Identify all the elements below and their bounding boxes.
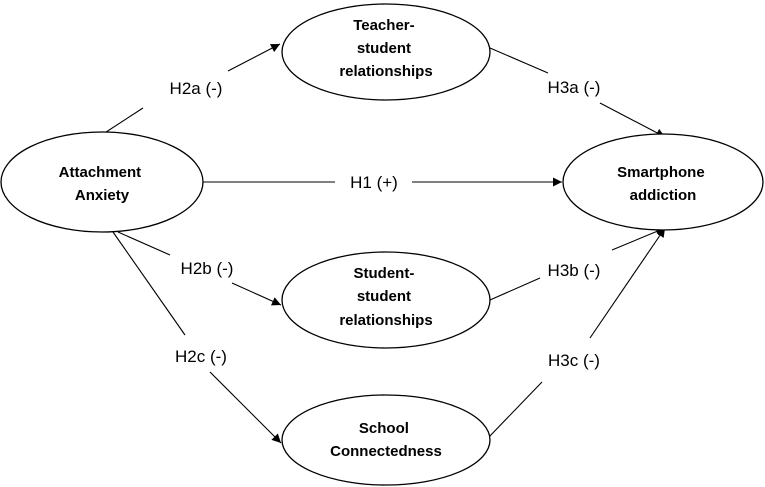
node-attachment-anxiety-label: Attachment Anxiety bbox=[59, 164, 146, 204]
edge-h2c-line-lower bbox=[209, 371, 282, 444]
edge-h3c-line-upper bbox=[589, 227, 666, 339]
edge-h3a-label: H3a (-) bbox=[548, 78, 601, 97]
node-smartphone-addiction: Smartphone addiction bbox=[562, 133, 764, 231]
edge-h1: H1 (+) bbox=[203, 173, 562, 192]
node-teacher-student-label: Teacher- student relationships bbox=[339, 17, 432, 80]
edge-h2a-label: H2a (-) bbox=[170, 79, 223, 98]
edge-h2a-line-lower bbox=[102, 107, 144, 135]
node-smartphone-addiction-label: Smartphone addiction bbox=[617, 164, 709, 204]
node-student-student-relationships: Student- student relationships bbox=[281, 251, 491, 349]
edge-h2c-line-upper bbox=[112, 231, 186, 336]
node-student-student-label: Student- student relationships bbox=[339, 265, 432, 329]
edge-h3a-line-upper bbox=[489, 47, 549, 74]
node-attachment-anxiety: Attachment Anxiety bbox=[0, 131, 204, 233]
edge-h2a: H2a (-) bbox=[102, 43, 281, 135]
node-school-connectedness: School Connectedness bbox=[281, 394, 491, 486]
edge-h3b-line-upper bbox=[611, 227, 666, 251]
edge-h2b-line-lower bbox=[231, 282, 282, 306]
edge-h2a-line-upper bbox=[227, 43, 281, 72]
edge-h2b: H2b (-) bbox=[117, 231, 282, 306]
edge-h3b-line-lower bbox=[489, 277, 541, 301]
edge-h2b-line-upper bbox=[117, 231, 171, 256]
node-school-connectedness-label: School Connectedness bbox=[330, 420, 442, 460]
edge-h2b-label: H2b (-) bbox=[181, 259, 234, 278]
edge-h3b: H3b (-) bbox=[489, 227, 666, 301]
edge-h3a: H3a (-) bbox=[489, 47, 666, 138]
edge-h2c: H2c (-) bbox=[112, 231, 282, 444]
edge-h2c-label: H2c (-) bbox=[175, 347, 227, 366]
edge-h3c-line-lower bbox=[487, 381, 543, 439]
edge-h3b-label: H3b (-) bbox=[548, 261, 601, 280]
edge-h3c-label: H3c (-) bbox=[548, 351, 600, 370]
edge-h1-label: H1 (+) bbox=[350, 173, 398, 192]
node-teacher-student-relationships: Teacher- student relationships bbox=[281, 3, 491, 101]
edge-h3c: H3c (-) bbox=[487, 227, 666, 439]
edge-h3a-line-lower bbox=[599, 102, 666, 138]
